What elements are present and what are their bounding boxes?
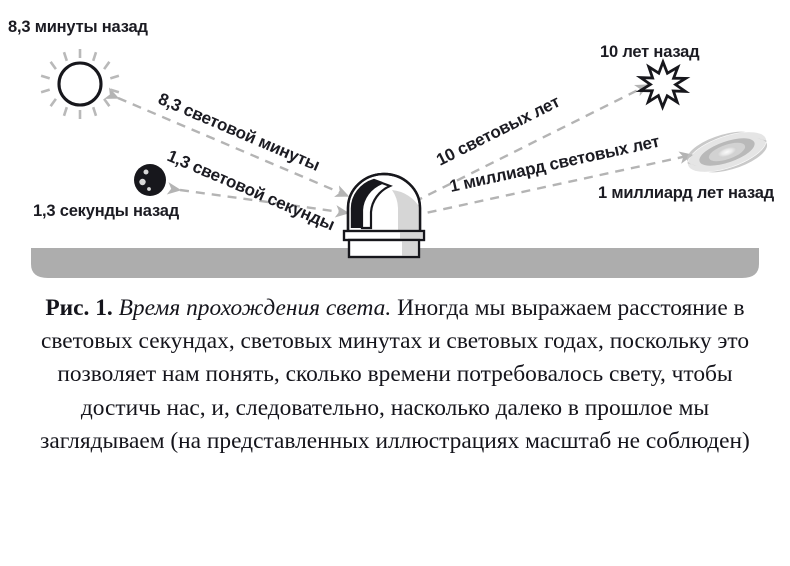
label-sun-elapsed: 8,3 минуты назад [8,18,148,36]
sun-icon [40,49,120,119]
label-moon-elapsed: 1,3 секунды назад [33,202,180,220]
figure-caption-body: Иногда мы выражаем расстояние в световых… [40,295,750,454]
light-travel-time-diagram: 8,3 минуты назад 1,3 секунды назад 10 ле… [8,18,775,278]
observatory-dome-icon [342,172,426,259]
label-galaxy-elapsed: 1 миллиард лет назад [598,184,775,202]
figure-caption: Рис. 1. Время прохождения света. Иногда … [0,292,790,458]
moon-crescent-icon [134,164,166,196]
figure-number: Рис. 1. [45,295,113,321]
arrow-to-sun [104,87,350,198]
arrow-to-star [400,83,650,214]
label-star-elapsed: 10 лет назад [600,43,700,61]
figure-title: Время прохождения света. [118,295,392,321]
star-burst-icon [635,58,691,111]
arrow-to-moon [166,182,350,218]
galaxy-icon [686,131,768,173]
ground-bar [31,248,759,278]
